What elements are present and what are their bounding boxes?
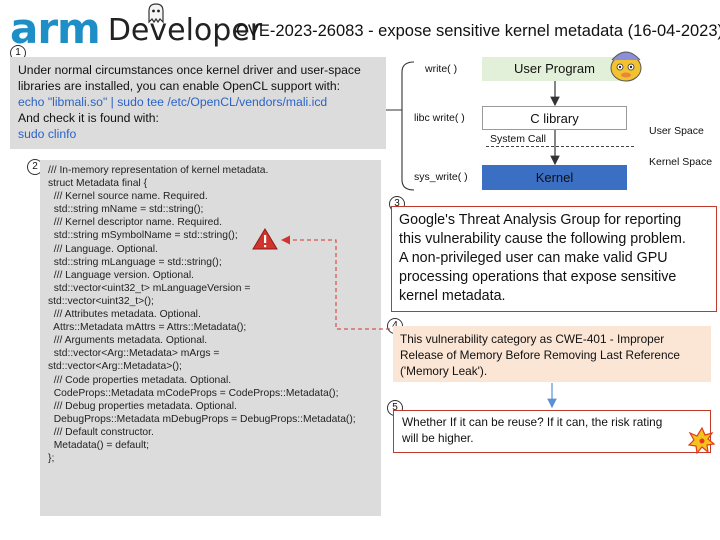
code-line: /// Default constructor.	[48, 426, 154, 438]
setup-text-line-3: And check it is found with:	[18, 111, 159, 125]
threat-line: Google's Threat Analysis Group for repor…	[399, 212, 682, 228]
code-line: /// Language version. Optional.	[48, 269, 194, 281]
threat-line: kernel metadata.	[399, 288, 506, 304]
metadata-code-panel: /// In-memory representation of kernel m…	[40, 160, 381, 516]
code-line: /// Kernel descriptor name. Required.	[48, 217, 222, 229]
code-line: DebugProps::Metadata mDebugProps = Debug…	[48, 413, 356, 425]
code-line: std::string mSymbolName = std::string();	[48, 230, 238, 242]
sys-write-label: sys_write( )	[414, 171, 468, 183]
arm-developer-logo: arm Developer	[10, 4, 263, 53]
cwe-line: This vulnerability category as CWE-401 -…	[400, 332, 665, 346]
write-call-label: write( )	[425, 63, 458, 75]
code-line: /// Debug properties metadata. Optional.	[48, 400, 237, 412]
ghost-icon	[148, 3, 164, 24]
code-line: std::vector<Arg::Metadata> mArgs =	[48, 348, 220, 360]
user-space-label: User Space	[649, 125, 704, 137]
logo-developer-text: Developer	[107, 13, 263, 48]
risk-line: will be higher.	[402, 431, 474, 445]
flow-bracket	[401, 61, 415, 191]
code-line: /// Attributes metadata. Optional.	[48, 309, 201, 321]
code-line: CodeProps::Metadata mCodeProps = CodePro…	[48, 387, 339, 399]
user-kernel-boundary	[486, 146, 634, 147]
code-line: Metadata() = default;	[48, 439, 150, 451]
threat-description-box: Google's Threat Analysis Group for repor…	[391, 206, 717, 312]
threat-line: A non-privileged user can make valid GPU	[399, 250, 668, 266]
code-line: };	[48, 453, 55, 465]
kernel-space-label: Kernel Space	[649, 156, 713, 168]
setup-text-line-2: libraries are installed, you can enable …	[18, 79, 341, 93]
system-call-label: System Call	[490, 133, 547, 145]
code-line: /// Arguments metadata. Optional.	[48, 335, 208, 347]
code-line: Attrs::Metadata mAttrs = Attrs::Metadata…	[48, 322, 247, 334]
cwe-category-box: This vulnerability category as CWE-401 -…	[393, 326, 711, 382]
enable-opencl-command: echo "libmali.so" | sudo tee /etc/OpenCL…	[18, 95, 328, 109]
code-line: /// In-memory representation of kernel m…	[48, 165, 269, 176]
cwe-line: ('Memory Leak').	[400, 364, 488, 378]
code-line: /// Code properties metadata. Optional.	[48, 374, 232, 386]
clinfo-command: sudo clinfo	[18, 127, 77, 141]
code-line: std::vector<uint32_t> mLanguageVersion =	[48, 282, 251, 294]
logo-arm-text: arm	[10, 4, 101, 53]
risk-line: Whether If it can be reuse? If it can, t…	[402, 415, 663, 429]
code-line: /// Kernel source name. Required.	[48, 191, 208, 203]
code-line: /// Language. Optional.	[48, 243, 158, 255]
cwe-line: Release of Memory Before Removing Last R…	[400, 348, 680, 362]
code-line: struct Metadata final {	[48, 178, 148, 190]
code-line: std::vector<uint32_t>();	[48, 295, 154, 307]
risk-note-box: Whether If it can be reuse? If it can, t…	[393, 410, 711, 453]
setup-instructions-panel: Under normal circumstances once kernel d…	[10, 57, 386, 149]
kernel-block: Kernel	[482, 165, 627, 190]
setup-text-line-1: Under normal circumstances once kernel d…	[18, 63, 361, 77]
user-program-block: User Program	[482, 57, 627, 81]
threat-line: this vulnerability cause the following p…	[399, 231, 686, 247]
threat-line: processing operations that expose sensit…	[399, 269, 677, 285]
code-line: std::string mLanguage = std::string();	[48, 256, 222, 268]
code-line: std::vector<Arg::Metadata>();	[48, 361, 182, 373]
code-line: std::string mName = std::string();	[48, 204, 204, 216]
libc-write-label: libc write( )	[414, 112, 465, 124]
c-library-block: C library	[482, 106, 627, 130]
page-title: CVE-2023-26083 - expose sensitive kernel…	[236, 22, 720, 40]
